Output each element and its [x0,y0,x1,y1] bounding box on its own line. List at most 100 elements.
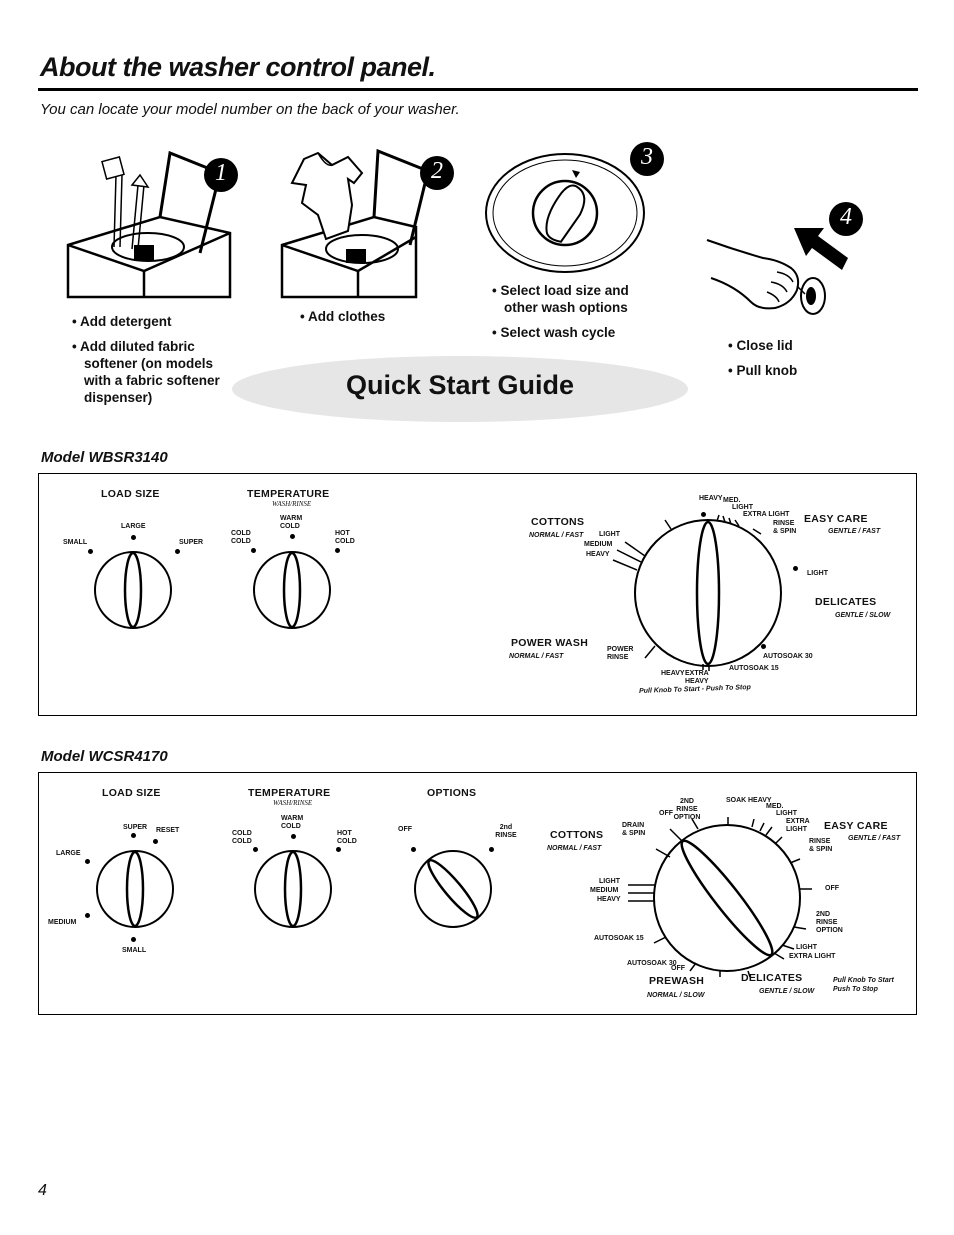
m2-extra-light-bottom: EXTRA LIGHT [789,953,836,960]
m2-off-top: OFF [659,810,673,817]
m2-options-off: OFF [398,826,412,833]
m1-easy-care: EASY CARE [804,513,868,525]
page-subtitle: You can locate your model number on the … [40,101,460,118]
m2-options-2nd-rinse: 2nd RINSE [495,824,517,839]
step1-bullet-1: • Add detergent [72,314,172,329]
m1-extra-heavy: EXTRA HEAVY [685,670,709,685]
model2-name: Model WCSR4170 [41,748,168,765]
m1-delicates-sub: GENTLE / SLOW [835,612,891,619]
m2-load-size-knob[interactable] [95,849,175,929]
step1-illustration [66,150,232,299]
m1-temp-sub: WASH/RINSE [272,500,312,508]
m1-temp-cold: COLD COLD [231,530,251,545]
m1-temp-dot-cold [251,548,256,553]
quick-start-banner [232,356,688,422]
step3-number: 3 [641,144,653,170]
m2-temp-dot-hot [336,847,341,852]
m1-load-dot-super [175,549,180,554]
m1-cottons: COTTONS [531,516,585,528]
m2-off-right: OFF [825,885,839,892]
m2-options-knob[interactable] [413,849,493,929]
step1-number: 1 [215,160,227,186]
m1-easy-care-sub: GENTLE / FAST [828,528,881,535]
m1-med-top: MED. [723,497,741,504]
step1-number-icon [204,158,238,192]
m2-temp-dot-warm [291,834,296,839]
m2-load-super: SUPER [123,824,148,831]
m1-load-large: LARGE [121,523,146,530]
m2-easy-care-sub: GENTLE / FAST [848,835,901,842]
m2-c-light: LIGHT [599,878,620,885]
m2-extra-light: EXTRA LIGHT [786,818,810,833]
m1-temp-dot-hot [335,548,340,553]
m2-delicates-sub: GENTLE / SLOW [759,988,815,995]
m2-temp-title: TEMPERATURE [248,787,331,799]
m1-dot-light-right [793,566,798,571]
m2-load-dot-large [85,859,90,864]
step4-bullet-1: • Close lid [728,338,793,353]
m2-temperature-knob[interactable] [253,849,333,929]
step2-number: 2 [431,158,443,184]
m1-autosoak30: AUTOSOAK 30 [763,653,813,660]
m1-cycle-knob[interactable] [612,514,783,671]
m2-load-dot-small [131,937,136,942]
m1-temp-hot: HOT COLD [335,530,355,545]
m1-load-super: SUPER [179,539,204,546]
m2-easy-care: EASY CARE [824,820,888,832]
step3-number-icon [630,142,664,176]
step4-bullet-2: • Pull knob [728,363,798,378]
m2-drain-spin: DRAIN & SPIN [622,822,646,837]
m1-temperature-knob[interactable] [252,550,332,630]
m2-cycle-knob[interactable] [628,817,812,978]
m2-prewash-sub: NORMAL / SLOW [647,992,705,999]
m2-autosoak30: AUTOSOAK 30 [627,960,677,967]
page-number: 4 [38,1182,47,1199]
m2-load-dot-medium [85,913,90,918]
m2-2nd-rinse-option-right: 2ND RINSE OPTION [816,911,843,934]
m2-load-reset: RESET [156,827,180,834]
m2-c-heavy: HEAVY [597,896,621,903]
m2-load-small: SMALL [122,947,147,954]
m1-pull-knob: Pull Knob To Start - Push To Stop [638,684,751,695]
step3-bullet-2: • Select wash cycle [492,325,616,340]
step4-number-icon [829,202,863,236]
m2-load-dot-reset [153,839,158,844]
m1-light-top: LIGHT [732,504,753,511]
m1-dot-autosoak [761,644,766,649]
step1-bullets: • Add detergent • Add diluted fabric sof… [72,313,222,414]
m2-light: LIGHT [776,810,797,817]
m2-options-title: OPTIONS [427,787,477,799]
m1-power-rinse: POWER RINSE [607,646,634,661]
m2-load-medium: MEDIUM [48,919,77,926]
m1-load-dot-large [131,535,136,540]
m1-load-size-knob[interactable] [93,550,173,630]
m2-temp-warm: WARM COLD [281,815,304,830]
page-title: About the washer control panel. [40,52,436,82]
step2-bullets: • Add clothes [300,308,450,333]
m2-load-dot-super [131,833,136,838]
title-rule [38,88,918,91]
m1-temp-warm: WARM COLD [280,515,303,530]
push-arrow-icon [794,228,848,270]
m1-load-small: SMALL [63,539,88,546]
m2-2nd-rinse-option-top: 2ND RINSE OPTION [673,798,701,821]
m1-power-wash-sub: NORMAL / FAST [509,653,564,660]
m2-cottons-sub: NORMAL / FAST [547,845,602,852]
m2-temp-cold: COLD COLD [232,830,252,845]
m2-pull-knob: Pull Knob To Start [833,977,894,984]
m2-temp-sub: WASH/RINSE [273,799,313,807]
model1-panel: LOAD SIZE LARGE SMALL SUPER TEMPERATURE … [38,473,917,716]
m1-load-dot-small [88,549,93,554]
step3-illustration [485,153,645,273]
step4-number: 4 [840,204,852,230]
m1-power-wash: POWER WASH [511,637,589,649]
m1-load-size-title: LOAD SIZE [101,488,160,500]
m1-temp-dot-warm [290,534,295,539]
step2-number-icon [420,156,454,190]
step2-bullet-1: • Add clothes [300,309,386,324]
m2-cottons: COTTONS [550,829,604,841]
model2-panel: LOAD SIZE SUPER RESET LARGE MEDIUM SMALL… [38,772,917,1015]
m1-cottons-sub: NORMAL / FAST [529,532,584,539]
m2-push-stop: Push To Stop [833,986,878,993]
model1-name: Model WBSR3140 [41,449,168,466]
